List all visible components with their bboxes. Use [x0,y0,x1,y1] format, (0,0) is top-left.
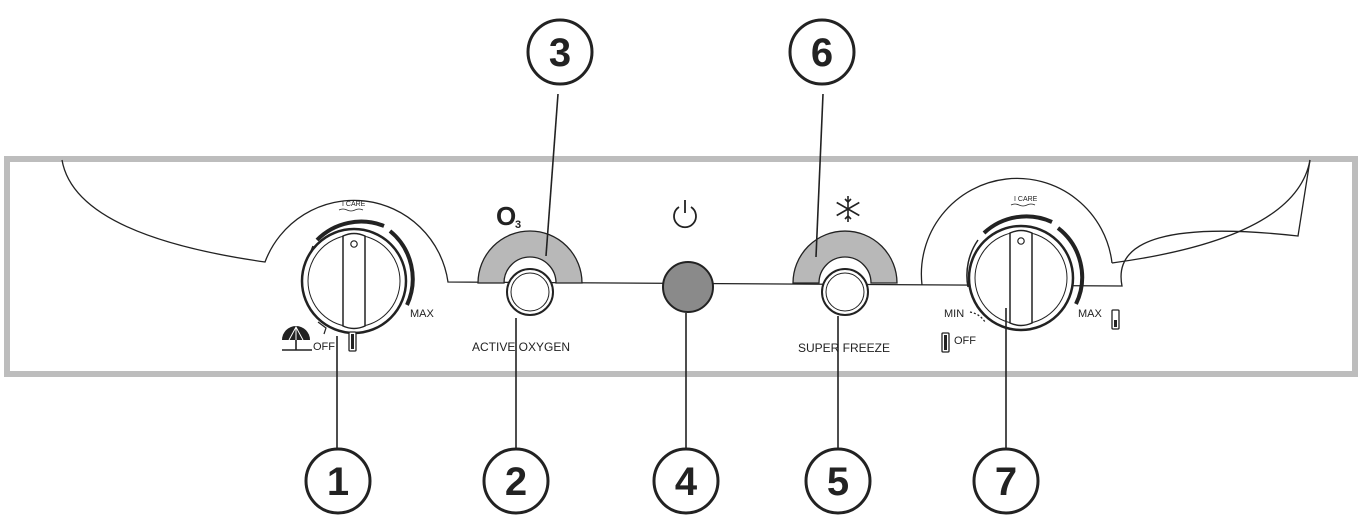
left-dial-grip [342,232,366,330]
right-dial-min-label: MIN [944,308,964,320]
active-oxygen-button-inner [510,272,550,312]
active-oxygen-button[interactable] [506,268,554,316]
power-button[interactable] [662,261,714,313]
callout-2-number: 2 [505,460,527,504]
right-dial-min-dots [969,311,986,323]
left-dial-max-label: MAX [410,308,435,320]
door-indicator-icon [941,332,950,353]
super-freeze-button-inner [825,272,865,312]
active-oxygen-label: ACTIVE OXYGEN [472,340,570,354]
left-dial-off-label: OFF [313,341,335,353]
callout-1-number: 1 [327,460,349,504]
snowflake-icon [836,196,860,222]
callout-6: 6 [788,18,856,86]
callout-6-number: 6 [811,31,833,75]
callout-5-number: 5 [827,460,849,504]
callout-5: 5 [804,447,872,515]
left-dial-scale-upper [315,219,385,242]
power-icon [673,200,697,229]
callout-4: 4 [652,447,720,515]
callout-1: 1 [304,447,372,515]
left-dial-off-tick [317,321,327,335]
leader-6 [815,93,824,258]
left-dial-scale-right [388,229,415,306]
active-oxygen-indicator-arc [477,230,583,284]
left-dial-care-wave [338,208,364,212]
ozone-symbol: O [496,201,516,231]
right-dial-marker [1017,237,1025,245]
panel-contour-right [920,159,1311,286]
callout-3: 3 [526,18,594,86]
right-dial-off-label: OFF [954,335,976,347]
panel-frame [4,156,1358,377]
left-dial-marker [350,240,358,248]
right-temperature-dial[interactable] [966,214,1085,332]
door-indicator-icon [1111,309,1120,330]
right-dial-grip [1009,229,1033,327]
panel-contour [61,159,1311,287]
right-dial-care-label: I CARE [1014,196,1038,203]
parasol-icon [282,325,312,351]
door-indicator-icon [348,331,357,352]
callout-leaders [336,93,1007,451]
right-dial-max-label: MAX [1078,308,1103,320]
right-dial-scale-upper [982,214,1053,235]
callout-7-number: 7 [995,460,1017,504]
super-freeze-indicator-arc [792,230,898,284]
super-freeze-label: SUPER FREEZE [798,341,890,355]
right-dial-scale-left [966,239,979,288]
callout-4-number: 4 [675,460,698,504]
right-dial-care-wave [1010,203,1036,207]
leader-3 [545,93,559,257]
callout-7: 7 [972,447,1040,515]
right-dial-scale-right [1056,226,1085,305]
callout-2: 2 [482,447,550,515]
left-dial-care-label: I CARE [342,201,366,208]
ozone-subscript: 3 [515,219,521,231]
left-temperature-dial[interactable] [300,219,415,335]
super-freeze-button[interactable] [821,268,869,316]
callout-3-number: 3 [549,31,571,75]
